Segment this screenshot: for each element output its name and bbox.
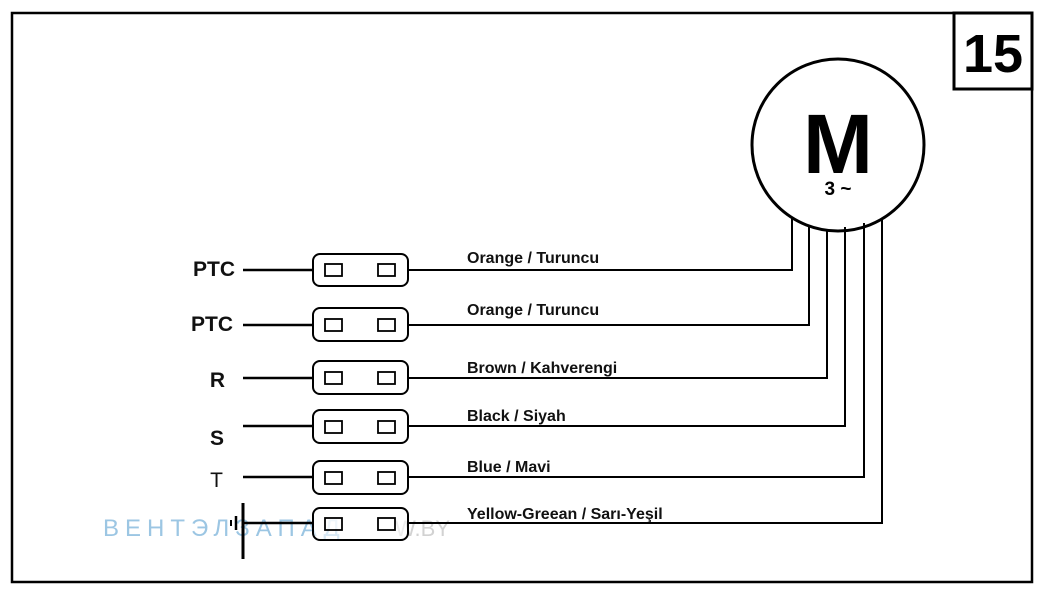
connector-pin — [324, 318, 343, 332]
motor-letter: M — [803, 97, 873, 191]
wire-row-ptc-2: PTC Orange / Turuncu — [191, 225, 810, 342]
wire-row-ground: Yellow-Greean / Sarı-Yeşil — [230, 220, 883, 559]
terminal-label: PTC — [191, 313, 233, 336]
wire-row-r: R Brown / Kahverengi — [210, 229, 828, 395]
terminal-label: T — [210, 469, 223, 492]
connector-pin — [377, 517, 396, 531]
connector-pin — [377, 420, 396, 434]
motor-circle — [750, 57, 926, 233]
wire-color-label: Black / Siyah — [467, 408, 566, 425]
motor-wire — [408, 229, 828, 379]
wire-color-label: Orange / Turuncu — [467, 302, 599, 319]
wire-color-label: Brown / Kahverengi — [467, 360, 617, 377]
motor-phase-label: 3 ~ — [825, 179, 852, 200]
motor-wire — [408, 223, 865, 478]
terminal-label: S — [210, 427, 224, 450]
connector-pin — [377, 318, 396, 332]
wire-row-s: S Black / Siyah — [210, 227, 846, 450]
wire-row-t: T Blue / Mavi — [210, 223, 865, 495]
diagram-number-box — [952, 11, 1034, 91]
connector-pin — [377, 263, 396, 277]
motor-wire — [408, 225, 810, 326]
wire-color-label: Yellow-Greean / Sarı-Yeşil — [467, 506, 663, 523]
wire-row-ptc-1: PTC Orange / Turuncu — [193, 217, 793, 287]
motor-wire — [408, 217, 793, 271]
wire-color-label: Blue / Mavi — [467, 459, 551, 476]
diagram-frame — [10, 11, 1034, 584]
wire-color-label: Orange / Turuncu — [467, 250, 599, 267]
terminal-label: R — [210, 369, 225, 392]
connector-pin — [377, 371, 396, 385]
connector-pin — [324, 420, 343, 434]
diagram-number: 15 — [963, 24, 1023, 84]
watermark-text: ВЕНТЭЛЗАПАД — [103, 515, 346, 542]
connector-pin — [324, 517, 343, 531]
connector-pin — [324, 263, 343, 277]
motor-wire — [408, 220, 883, 524]
connector-pin — [324, 471, 343, 485]
motor-symbol: M 3 ~ — [750, 57, 926, 233]
connector-pin — [377, 471, 396, 485]
motor-wire — [408, 227, 846, 427]
terminal-label: PTC — [193, 258, 235, 281]
ground-icon — [230, 503, 245, 559]
connector-pin — [324, 371, 343, 385]
